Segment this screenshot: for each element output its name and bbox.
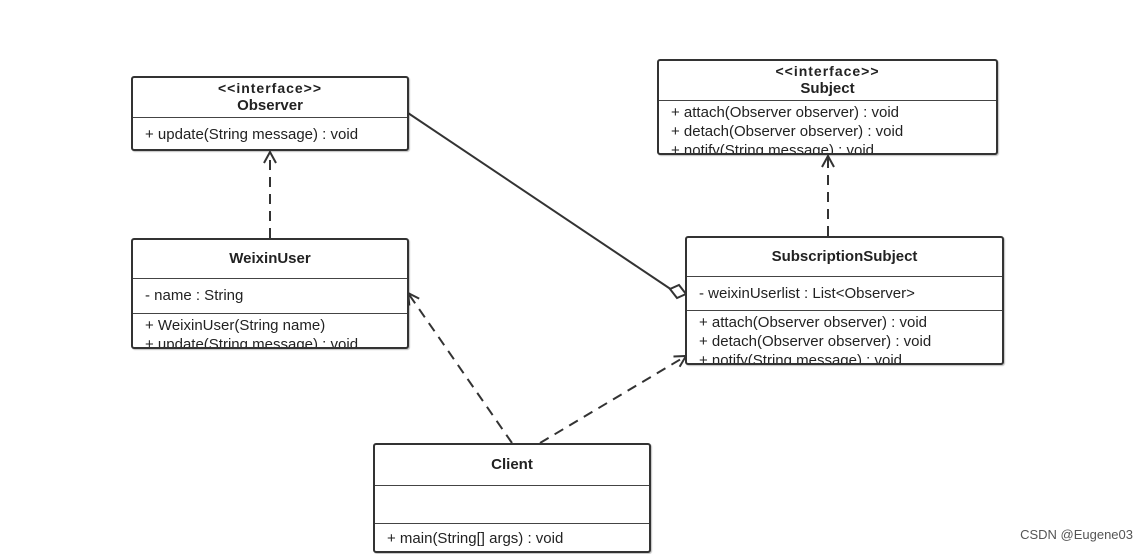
class-box-observer[interactable]: <<interface>> Observer + update(String m… <box>131 76 409 151</box>
attributes-section: - name : String <box>133 278 407 313</box>
method: + detach(Observer observer) : void <box>699 333 932 350</box>
method: + notify(String message) : void <box>671 142 875 155</box>
attributes-section <box>375 485 649 523</box>
method: + notify(String message) : void <box>699 352 903 365</box>
aggregation-diamond <box>668 283 688 300</box>
methods-section: + attach(Observer observer) : void + det… <box>687 310 1002 365</box>
watermark-text: CSDN @Eugene03 <box>1020 527 1133 542</box>
attributes-section: - weixinUserlist : List<Observer> <box>687 276 1002 310</box>
class-header: SubscriptionSubject <box>687 238 1002 276</box>
method: + update(String message) : void <box>145 336 359 349</box>
method: + attach(Observer observer) : void <box>671 104 900 121</box>
attribute: - weixinUserlist : List<Observer> <box>699 285 915 302</box>
attribute: - name : String <box>145 287 244 304</box>
class-box-subscriptionsubject[interactable]: SubscriptionSubject - weixinUserlist : L… <box>685 236 1004 365</box>
methods-section: + main(String[] args) : void <box>375 523 649 548</box>
class-header: Client <box>375 445 649 485</box>
class-name: WeixinUser <box>229 250 311 267</box>
method: + WeixinUser(String name) <box>145 317 326 334</box>
method: + attach(Observer observer) : void <box>699 314 928 331</box>
stereotype-label: <<interface>> <box>217 80 323 96</box>
class-name: Client <box>491 456 533 473</box>
dependency-client-subscriptionsubject <box>539 356 686 444</box>
class-box-client[interactable]: Client + main(String[] args) : void <box>373 443 651 553</box>
method: + update(String message) : void <box>145 126 359 143</box>
class-box-weixinuser[interactable]: WeixinUser - name : String + WeixinUser(… <box>131 238 409 349</box>
method: + main(String[] args) : void <box>387 530 564 547</box>
dependency-client-weixinuser <box>408 293 513 444</box>
class-name: Observer <box>237 97 303 114</box>
class-header: <<interface>> Subject <box>659 61 996 100</box>
methods-section: + update(String message) : void <box>133 117 407 144</box>
methods-section: + attach(Observer observer) : void + det… <box>659 100 996 155</box>
class-name: Subject <box>800 80 855 97</box>
class-header: WeixinUser <box>133 240 407 278</box>
methods-section: + WeixinUser(String name) + update(Strin… <box>133 313 407 349</box>
class-header: <<interface>> Observer <box>133 78 407 117</box>
class-name: SubscriptionSubject <box>771 248 918 265</box>
stereotype-label: <<interface>> <box>775 63 880 79</box>
aggregation-line <box>407 112 673 291</box>
class-box-subject[interactable]: <<interface>> Subject + attach(Observer … <box>657 59 998 155</box>
method: + detach(Observer observer) : void <box>671 123 904 140</box>
